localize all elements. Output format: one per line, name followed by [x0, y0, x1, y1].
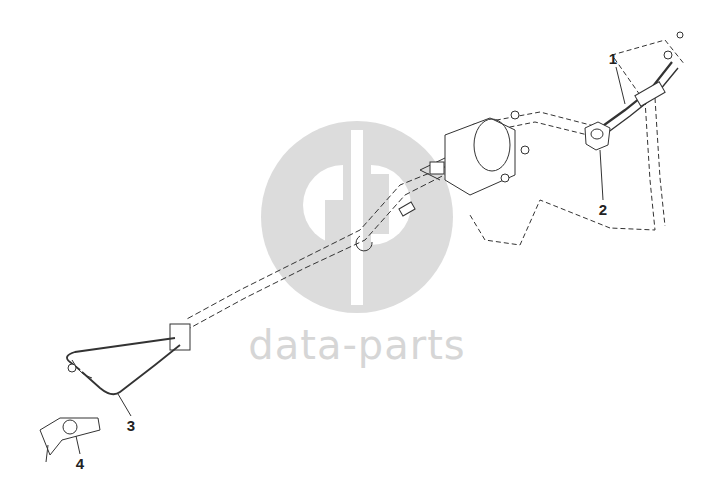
- hydraulic-lines: [40, 32, 685, 462]
- watermark-logo: [261, 121, 453, 313]
- callout-number: 1: [609, 51, 617, 66]
- watermark-text: data-parts: [248, 325, 465, 365]
- callout-number: 4: [76, 456, 84, 471]
- leader-lines: [76, 67, 625, 454]
- callout-number: 2: [599, 202, 607, 217]
- callout-number: 3: [127, 418, 135, 433]
